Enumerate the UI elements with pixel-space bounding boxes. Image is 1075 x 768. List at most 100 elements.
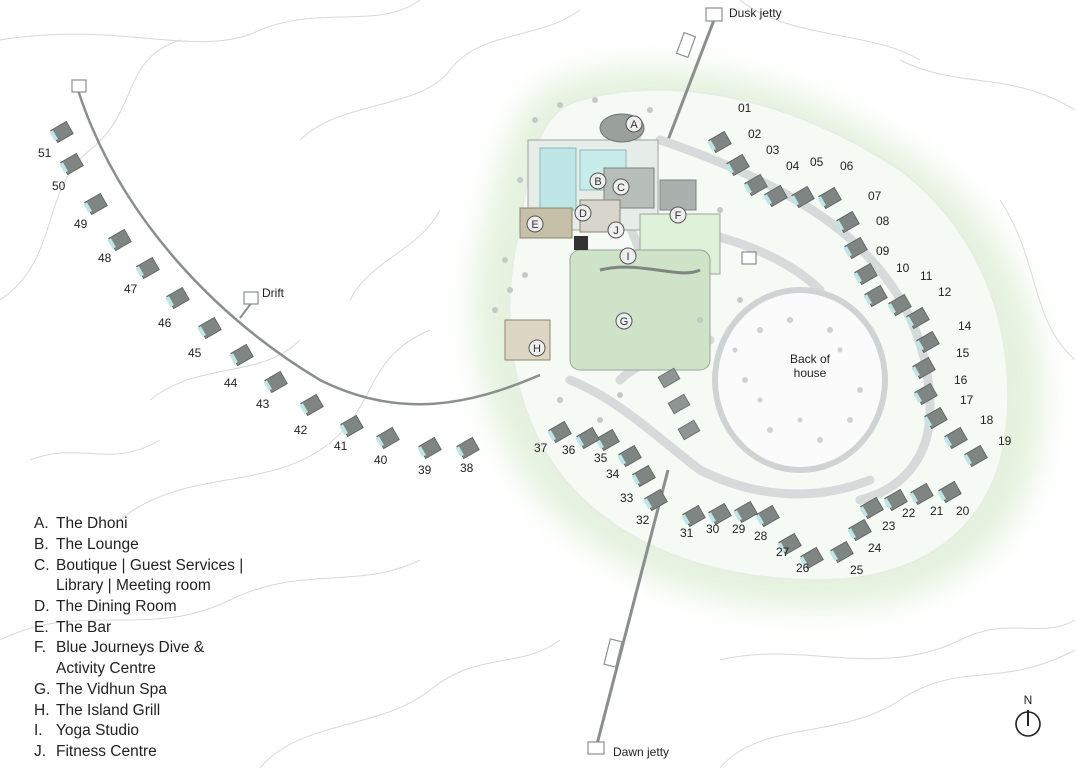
villa-label-48: 48 — [98, 251, 112, 265]
legend-row: H.The Island Grill — [32, 700, 243, 721]
villa-pool-16 — [913, 392, 922, 403]
compass-icon — [1015, 710, 1041, 737]
villa-pool-48 — [107, 238, 116, 249]
dusk-jetty-label: Dusk jetty — [729, 6, 782, 20]
dusk-jetty — [666, 7, 723, 141]
back-of-house-trees — [732, 317, 863, 443]
villa-pool-22 — [883, 498, 892, 509]
villa-label-08: 08 — [876, 214, 890, 228]
drift-deck — [71, 79, 259, 319]
villa-pool-37 — [547, 430, 556, 441]
facility-markers: A B C D E F G H I J — [526, 115, 687, 357]
legend-key: B. — [34, 536, 49, 554]
villa-pool-43 — [263, 380, 272, 391]
marker-h: H — [528, 339, 546, 357]
villa-label-19: 19 — [998, 434, 1012, 448]
villa-pool-25 — [829, 550, 838, 561]
villa-pool-39 — [417, 446, 426, 457]
legend-row: F.Blue Journeys Dive & — [32, 638, 243, 659]
legend-key: F. — [34, 639, 47, 657]
villa-label-46: 46 — [158, 316, 172, 330]
villa-label-10: 10 — [896, 261, 910, 275]
villa-pool-28 — [755, 514, 764, 525]
svg-text:E: E — [531, 219, 538, 231]
north-arrow: N — [1013, 694, 1043, 742]
legend-key: E. — [34, 618, 49, 636]
villa-label-02: 02 — [748, 127, 762, 141]
villa-pool-34 — [617, 454, 626, 465]
villa-pool-18 — [943, 436, 952, 447]
legend-row: B. The Lounge — [32, 535, 243, 556]
villa-label-23: 23 — [882, 519, 896, 533]
villa-pool-14 — [915, 340, 924, 351]
villa-pool-07 — [835, 220, 844, 231]
legend-text: The Island Grill — [56, 701, 161, 719]
legend-text: The Vidhun Spa — [56, 680, 167, 698]
spa-garden — [569, 249, 711, 371]
villa-label-11: 11 — [920, 269, 933, 283]
villa-label-38: 38 — [460, 461, 474, 475]
legend-text: The Lounge — [56, 536, 139, 554]
villa-pool-26 — [799, 556, 808, 567]
legend-key: J. — [34, 742, 47, 760]
villa-pool-08 — [843, 246, 852, 257]
villa-pool-31 — [681, 514, 690, 525]
villa-label-15: 15 — [956, 346, 970, 360]
villa-pool-33 — [631, 474, 640, 485]
villa-label-26: 26 — [796, 561, 810, 575]
legend-text: Boutique | Guest Services | — [56, 556, 244, 574]
villa-pool-11 — [887, 303, 896, 314]
villa-label-14: 14 — [958, 319, 972, 333]
villa-label-24: 24 — [868, 541, 882, 555]
marker-b: B — [589, 172, 607, 190]
villa-label-09: 09 — [876, 244, 890, 258]
inland-buildings — [657, 251, 757, 441]
villa-label-42: 42 — [294, 423, 308, 437]
facility-trees — [492, 97, 743, 423]
villa-markers — [49, 120, 988, 570]
legend-text: The Dhoni — [56, 515, 128, 533]
svg-text:I: I — [626, 251, 629, 263]
villa-pool-32 — [643, 498, 652, 509]
back-of-house-label: Back of house — [789, 352, 831, 380]
legend-row: G.The Vidhun Spa — [32, 680, 243, 701]
villa-label-12: 12 — [938, 285, 952, 299]
villa-pool-09 — [853, 272, 862, 283]
villa-pool-45 — [197, 326, 206, 337]
legend-row: .Library | Meeting room — [32, 576, 243, 597]
villa-pool-49 — [83, 202, 92, 213]
legend-text: The Bar — [56, 618, 112, 636]
villa-label-35: 35 — [594, 451, 608, 465]
villa-label-30: 30 — [706, 522, 720, 536]
legend-row: D.The Dining Room — [32, 597, 243, 618]
main-pool — [539, 147, 577, 211]
villa-label-33: 33 — [620, 491, 634, 505]
villa-label-18: 18 — [980, 413, 994, 427]
villa-label-31: 31 — [680, 526, 694, 540]
legend-row: A. The Dhoni — [32, 514, 243, 535]
villa-label-34: 34 — [606, 467, 620, 481]
villa-pool-24 — [847, 528, 856, 539]
villa-pool-23 — [859, 506, 868, 517]
dawn-jetty — [587, 469, 670, 755]
legend-text: Activity Centre — [56, 660, 156, 678]
svg-text:C: C — [617, 182, 625, 194]
legend-key: A. — [34, 515, 49, 533]
villa-label-01: 01 — [738, 101, 752, 115]
legend-row: J.Fitness Centre — [32, 742, 243, 763]
back-of-house-area — [712, 287, 888, 473]
villa-pool-51 — [49, 130, 58, 141]
marker-i: I — [619, 247, 637, 265]
villa-label-50: 50 — [52, 179, 66, 193]
villa-label-05: 05 — [810, 155, 824, 169]
villa-pool-36 — [575, 436, 584, 447]
villa-pool-01 — [707, 140, 716, 151]
villa-pool-30 — [707, 512, 716, 523]
north-label: N — [1023, 693, 1033, 707]
villa-pool-21 — [909, 492, 918, 503]
svg-text:D: D — [579, 208, 587, 220]
villa-pool-19 — [963, 454, 972, 465]
villa-pool-38 — [455, 446, 464, 457]
dawn-jetty-label: Dawn jetty — [613, 745, 670, 759]
legend-text: Library | Meeting room — [56, 577, 211, 595]
